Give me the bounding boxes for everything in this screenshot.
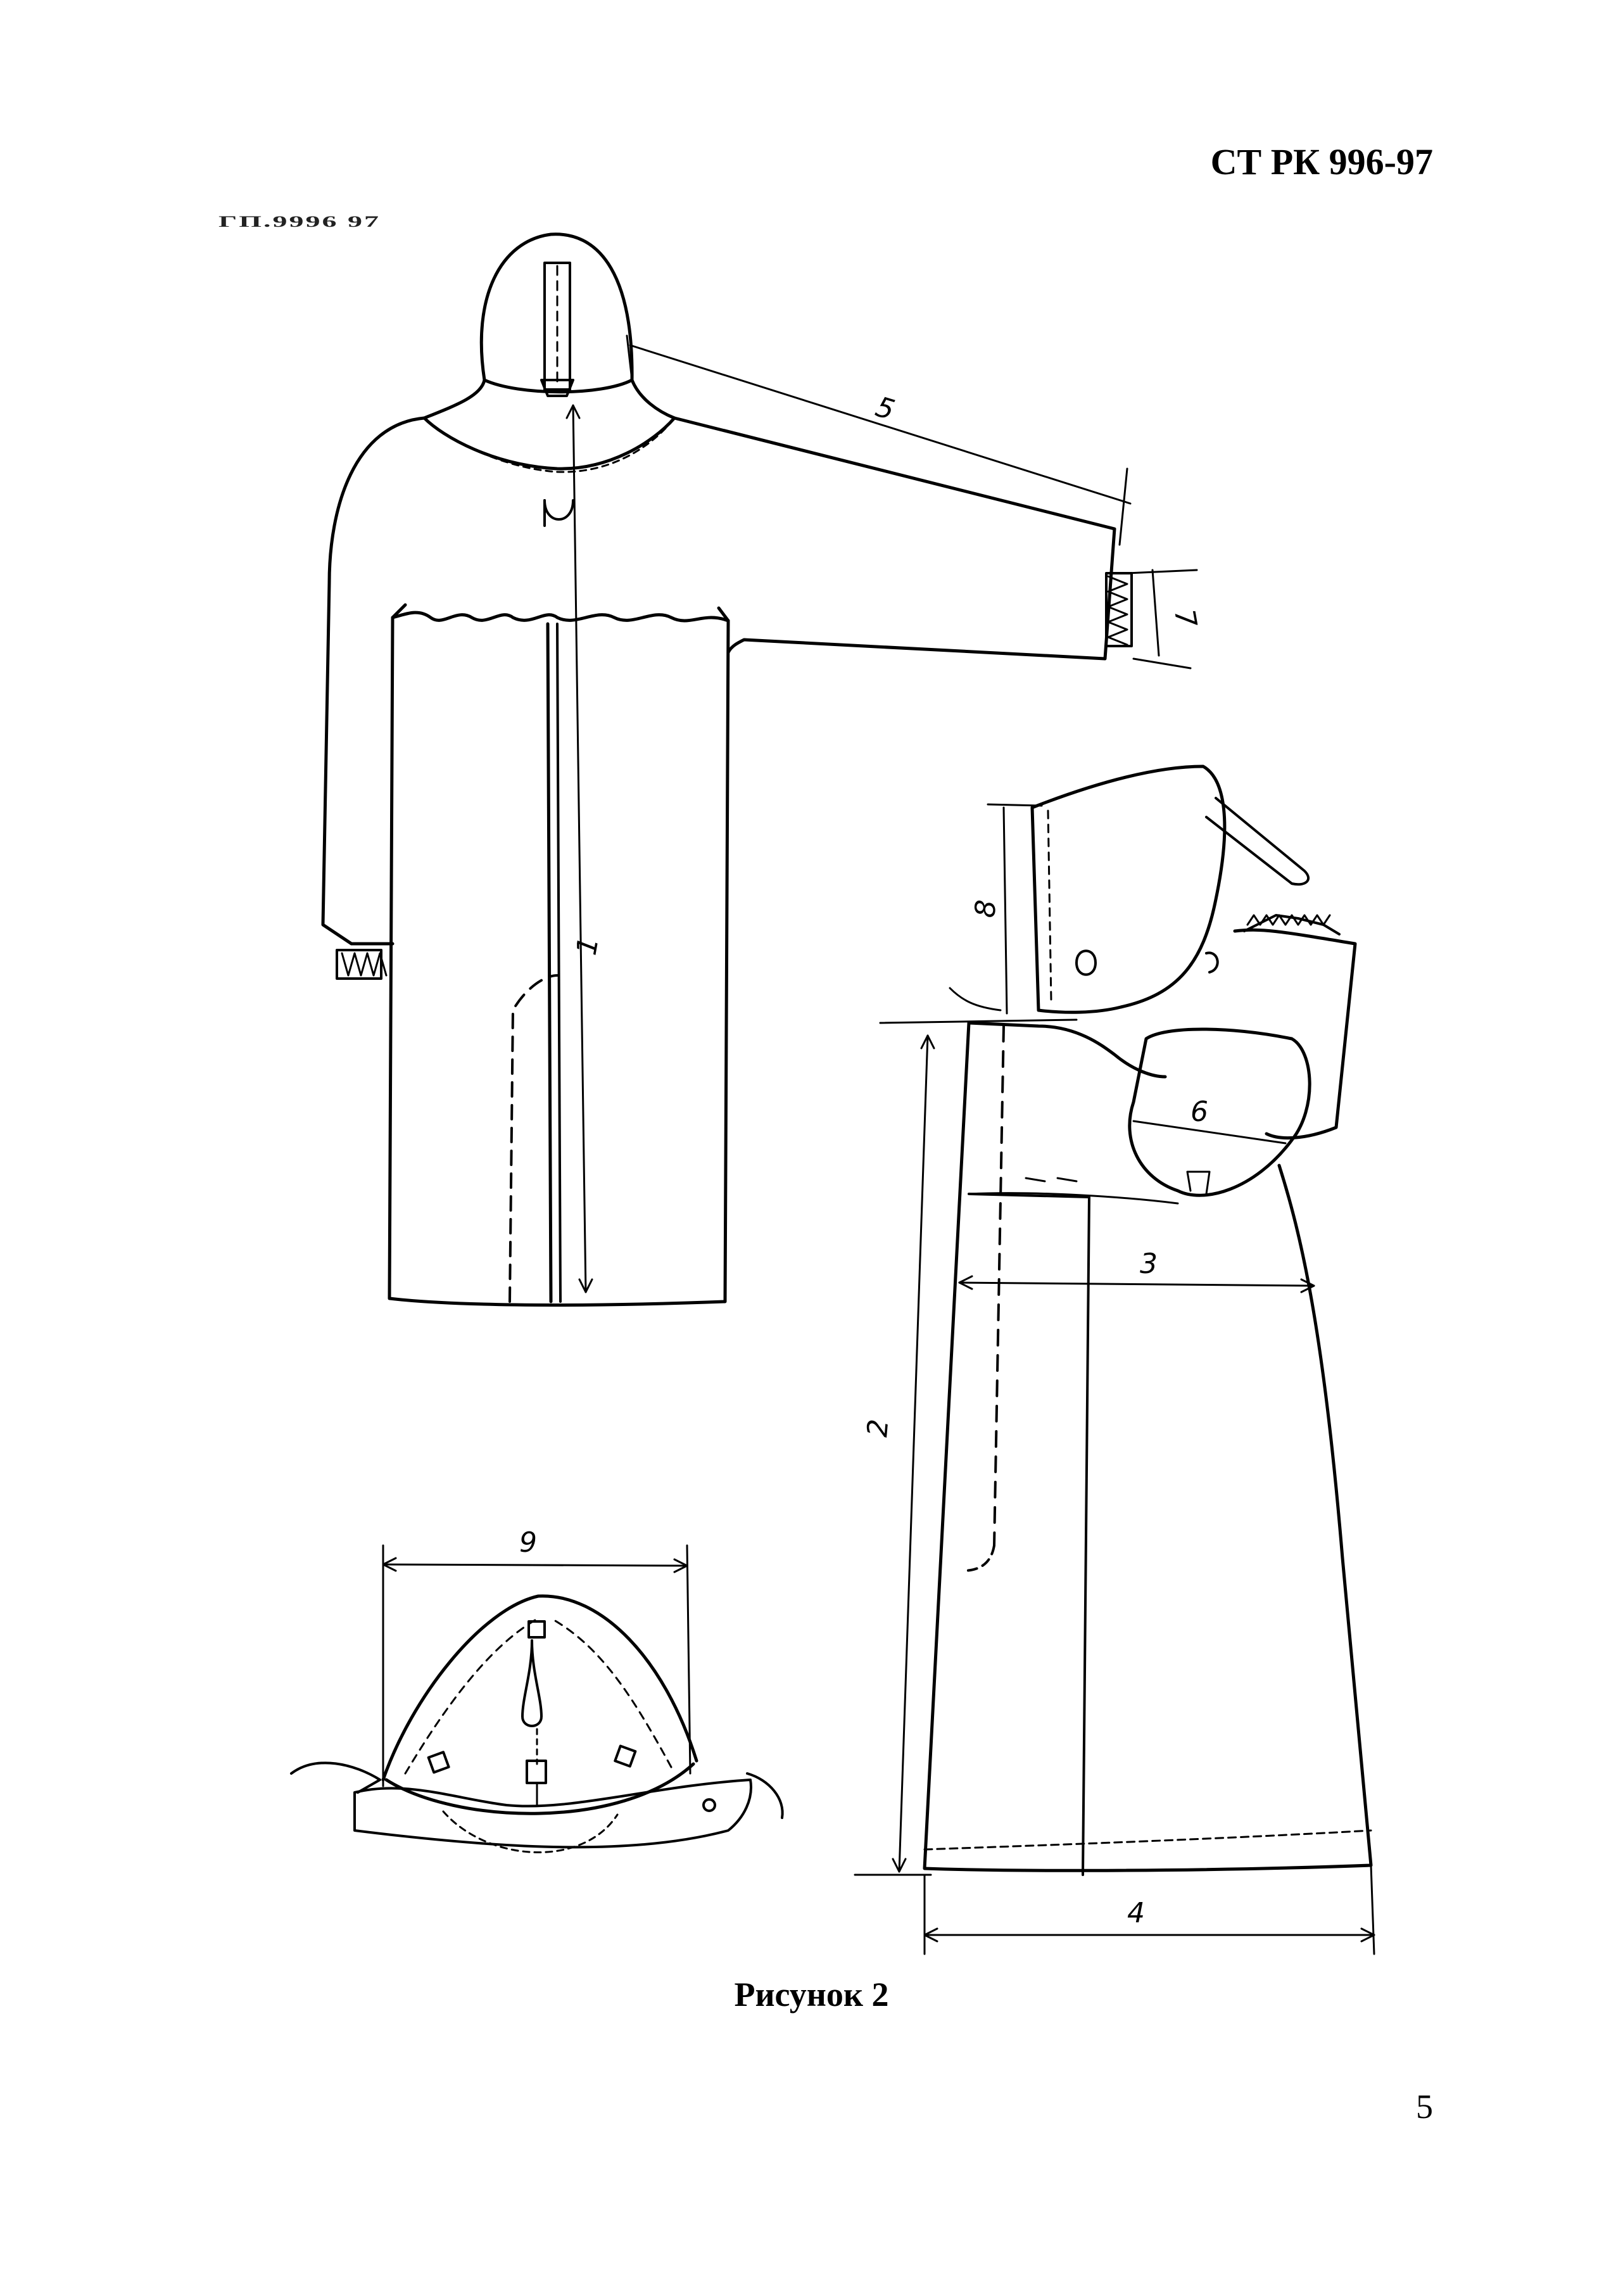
dimension-label-3: 3 [1140, 1248, 1158, 1280]
margin-scrawl: ГП.9996 97 [218, 212, 381, 231]
dimension-label-1: 1 [571, 934, 605, 957]
dimension-label-4: 4 [1127, 1897, 1145, 1929]
dimension-label-2: 2 [861, 1418, 895, 1438]
dimension-label-9: 9 [519, 1526, 537, 1559]
front-view-drawing [321, 232, 1198, 1307]
page-number: 5 [1416, 2088, 1433, 2126]
dimension-label-5: 5 [872, 391, 899, 427]
figure-caption: Рисунок 2 [734, 1976, 889, 2014]
hood-detail-drawing [290, 1544, 784, 1853]
side-view-drawing [854, 764, 1375, 1955]
document-code: СТ РК 996-97 [1210, 141, 1433, 182]
dimension-label-6: 6 [1190, 1096, 1208, 1128]
dimension-label-8: 8 [969, 899, 1002, 919]
dimension-label-7: 7 [1168, 607, 1203, 630]
